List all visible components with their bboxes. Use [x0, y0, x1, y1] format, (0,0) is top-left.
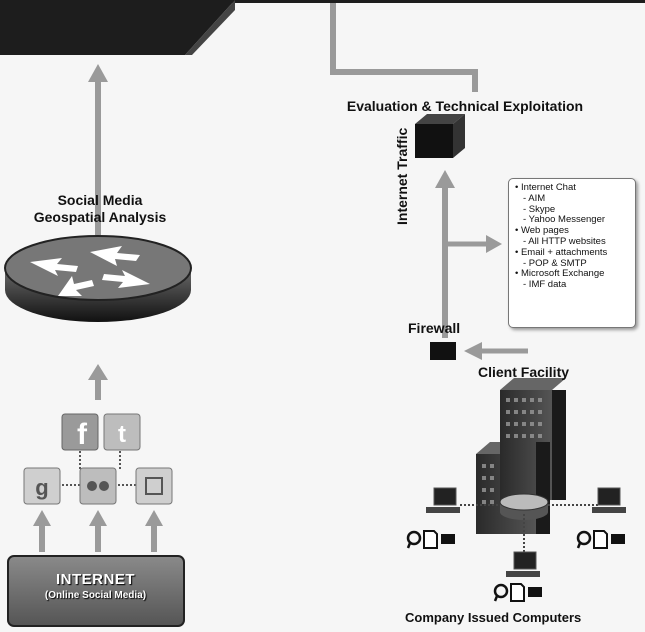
- traffic-list-item: • Web pages: [515, 225, 569, 237]
- comm-icons-right: [576, 530, 625, 549]
- flickr-icon: [79, 467, 117, 505]
- traffic-list-item: - All HTTP websites: [523, 235, 606, 247]
- traffic-list-box: • Internet Chat- AIM- Skype- Yahoo Messe…: [508, 178, 636, 328]
- social-icons-cluster: f t g: [23, 413, 173, 505]
- svg-text:g: g: [35, 475, 48, 500]
- social-media-label-line2: Geospatial Analysis: [33, 209, 167, 225]
- computer-bottom-icon: [506, 551, 540, 577]
- traffic-list-item: - IMF data: [523, 279, 567, 291]
- network-links: [460, 504, 598, 552]
- svg-text:t: t: [118, 421, 126, 448]
- path-to-evaluation: [330, 3, 478, 92]
- evaluation-box: [415, 114, 465, 158]
- client-building-icon: [476, 378, 566, 534]
- arrow-client-to-firewall: [464, 342, 528, 360]
- computer-right-icon: [592, 487, 626, 513]
- company-computers-label: Company Issued Computers: [405, 610, 582, 625]
- computer-left-icon: [426, 487, 460, 513]
- traffic-list-item: - Skype: [523, 203, 556, 215]
- arrow-firewall-to-evaluation: [435, 170, 455, 338]
- arrow-router-to-top: [88, 64, 108, 235]
- twitter-icon: t: [103, 413, 141, 451]
- client-facility-label: Client Facility: [478, 364, 570, 380]
- traffic-list-item: • Microsoft Exchange: [515, 268, 605, 280]
- top-banner-shadow: [185, 0, 235, 55]
- social-media-label-line1: Social Media: [57, 192, 143, 208]
- router-icon: [4, 235, 192, 322]
- arrows-internet-to-icons: [33, 510, 163, 552]
- comm-icons-bottom: [493, 583, 542, 602]
- svg-text:f: f: [77, 418, 88, 451]
- google-icon: g: [23, 467, 61, 505]
- internet-traffic-label: Internet Traffic: [394, 127, 410, 225]
- comm-icons-left: [406, 530, 455, 549]
- firewall-label: Firewall: [408, 320, 461, 336]
- traffic-list-item: - Yahoo Messenger: [523, 214, 606, 226]
- top-border-line: [180, 0, 645, 3]
- arrow-to-traffic-list: [445, 235, 502, 253]
- traffic-list-item: • Email + attachments: [515, 246, 608, 258]
- internet-title: INTERNET: [56, 571, 135, 588]
- arrow-icons-to-router: [88, 364, 108, 400]
- evaluation-label: Evaluation & Technical Exploitation: [346, 98, 584, 114]
- social-media-label: Social Media Geospatial Analysis: [10, 192, 190, 226]
- internet-subtitle: (Online Social Media): [44, 590, 147, 601]
- firewall-box: [430, 342, 456, 360]
- traffic-list-item: - AIM: [523, 192, 546, 204]
- top-banner: [0, 0, 235, 55]
- traffic-list-item: • Internet Chat: [515, 182, 576, 193]
- traffic-list-item: - POP & SMTP: [523, 257, 587, 269]
- blogger-icon: [135, 467, 173, 505]
- internet-box: [7, 555, 185, 627]
- facebook-icon: f: [61, 413, 99, 451]
- small-router-icon: [499, 493, 549, 520]
